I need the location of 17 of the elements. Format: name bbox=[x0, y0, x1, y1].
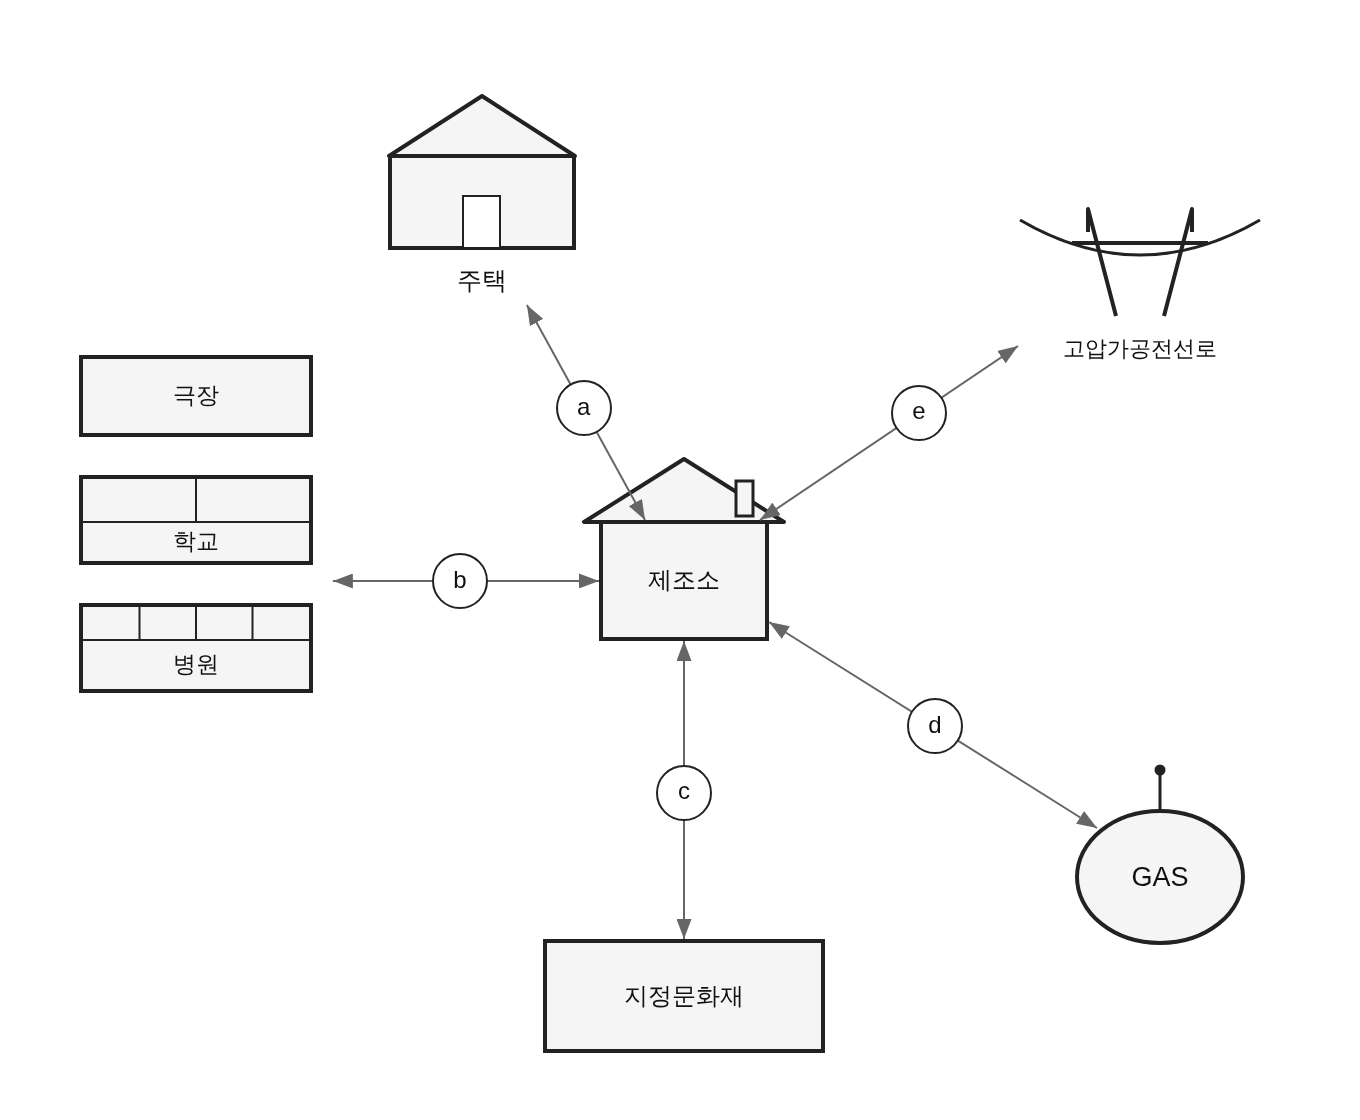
building-box bbox=[79, 355, 313, 437]
edge-label: a bbox=[555, 380, 612, 437]
node-label: 극장 bbox=[173, 382, 219, 410]
node-label: 지정문화재 bbox=[624, 981, 744, 1011]
edge-label: e bbox=[890, 384, 947, 441]
node-label: 병원 bbox=[173, 651, 219, 679]
node-label: 학교 bbox=[173, 528, 219, 556]
building-box bbox=[79, 603, 313, 693]
node-label: 주택 bbox=[457, 265, 507, 295]
node-label: GAS bbox=[1131, 860, 1189, 894]
building-box bbox=[79, 475, 313, 565]
node-label: 고압가공전선로 bbox=[1063, 336, 1217, 363]
edge-label: c bbox=[656, 764, 712, 821]
building-box bbox=[543, 939, 825, 1053]
edge-label: b bbox=[431, 553, 488, 609]
node-label: 제조소 bbox=[648, 566, 720, 595]
edge-label: d bbox=[906, 698, 963, 755]
